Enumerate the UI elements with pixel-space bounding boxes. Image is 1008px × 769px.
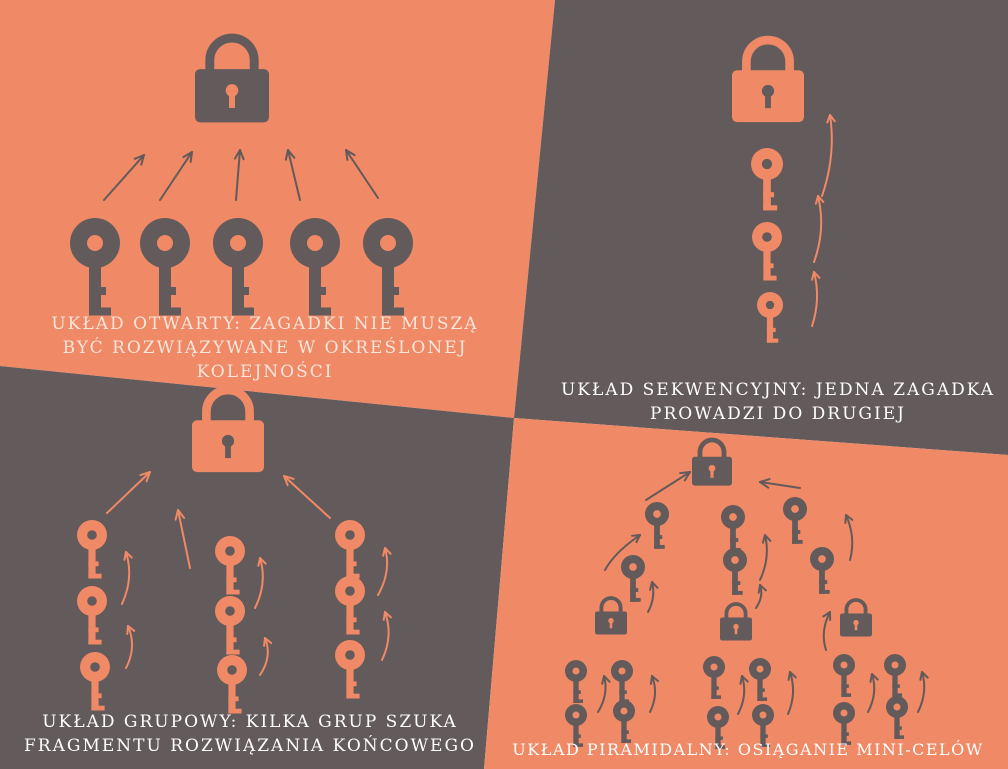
arrow-icon <box>813 195 825 263</box>
key-icon <box>565 660 587 703</box>
lock-icon <box>692 437 732 486</box>
key-icon <box>215 596 245 655</box>
icons-layer <box>70 33 929 749</box>
caption-open-line1: UKŁAD OTWARTY: ZAGADKI NIE MUSZĄ <box>51 314 479 334</box>
lock-icon <box>720 602 752 641</box>
key-icon <box>335 576 365 635</box>
key-icon <box>752 222 782 281</box>
arrow-icon <box>106 471 151 514</box>
key-icon <box>70 218 120 316</box>
arrow-icon <box>103 154 145 201</box>
arrow-icon <box>254 557 267 609</box>
arrow-icon <box>381 611 392 661</box>
caption-pyramid: UKŁAD PIRAMIDALNY: OSIĄGANIE MINI-CELÓW <box>488 738 1008 762</box>
caption-open-line2: BYĆ ROZWIĄZYWANE W OKREŚLONEJ <box>62 338 468 358</box>
key-icon <box>707 706 729 749</box>
caption-open-line3: KOLEJNOŚCI <box>196 362 334 382</box>
arrow-icon <box>283 475 331 519</box>
arrow-icon <box>174 509 191 569</box>
key-icon <box>335 640 365 699</box>
arrow-icon <box>822 611 832 651</box>
key-icon <box>721 505 745 552</box>
panel-pyramid-background <box>484 418 1008 769</box>
key-icon <box>565 704 587 747</box>
arrow-icon <box>649 675 660 713</box>
panel-open-background <box>0 0 555 418</box>
key-icon <box>77 586 107 645</box>
key-icon <box>335 520 365 579</box>
key-icon <box>290 218 340 316</box>
key-icon <box>723 548 747 595</box>
key-icon <box>80 652 110 711</box>
caption-group-line1: UKŁAD GRUPOWY: KILKA GRUP SZUKA <box>42 712 458 732</box>
key-icon <box>621 555 645 602</box>
arrow-icon <box>377 547 392 596</box>
key-icon <box>213 218 263 316</box>
arrow-icon <box>759 534 772 581</box>
key-icon <box>217 655 247 714</box>
caption-open: UKŁAD OTWARTY: ZAGADKI NIE MUSZĄ BYĆ ROZ… <box>40 312 490 384</box>
key-icon <box>783 497 807 544</box>
arrow-icon <box>259 637 273 676</box>
arrow-icon <box>121 551 133 605</box>
caption-sequential: UKŁAD SEKWENCYJNY: JEDNA ZAGADKA PROWADZ… <box>548 378 1008 426</box>
arrow-icon <box>821 114 836 197</box>
key-icon <box>140 218 190 316</box>
arrow-icon <box>647 581 659 613</box>
lock-icon <box>192 385 264 473</box>
arrow-icon <box>345 149 379 199</box>
key-icon <box>363 218 413 316</box>
arrow-icon <box>597 675 611 713</box>
arrow-icon <box>787 671 797 715</box>
arrow-icon <box>284 149 301 201</box>
arrow-icon <box>604 534 641 571</box>
arrow-icon <box>159 151 193 201</box>
arrow-icon <box>645 471 691 501</box>
caption-sequential-line1: UKŁAD SEKWENCYJNY: JEDNA ZAGADKA <box>560 380 996 400</box>
key-icon <box>645 502 669 549</box>
caption-sequential-line2: PROWADZI DO DRUGIEJ <box>650 404 906 424</box>
lock-icon <box>195 33 269 123</box>
arrow-icon <box>737 675 749 715</box>
key-icon <box>77 520 107 579</box>
arrow-icon <box>755 584 767 609</box>
key-icon <box>703 656 725 699</box>
arrow-icon <box>233 149 245 201</box>
key-icon <box>749 658 771 701</box>
key-icon <box>752 704 774 747</box>
key-icon <box>613 700 635 743</box>
key-icon <box>886 696 908 739</box>
arrow-icon <box>844 514 854 561</box>
arrow-icon <box>867 673 879 713</box>
panel-group-background <box>0 366 514 769</box>
arrow-icon <box>917 671 929 713</box>
key-icon <box>833 654 855 697</box>
key-icon <box>215 536 245 595</box>
lock-icon <box>840 598 872 637</box>
key-icon <box>757 292 783 343</box>
lock-icon <box>732 35 804 123</box>
key-icon <box>833 702 855 745</box>
lock-icon <box>595 596 627 635</box>
key-icon <box>751 148 783 211</box>
caption-group: UKŁAD GRUPOWY: KILKA GRUP SZUKA FRAGMENT… <box>20 710 480 758</box>
caption-pyramid-line1: UKŁAD PIRAMIDALNY: OSIĄGANIE MINI-CELÓW <box>512 740 984 759</box>
arrow-icon <box>125 625 136 669</box>
caption-group-line2: FRAGMENTU ROZWIĄZANIA KOŃCOWEGO <box>24 736 476 756</box>
key-icon <box>884 654 906 697</box>
key-icon <box>810 547 834 594</box>
arrow-icon <box>759 478 801 489</box>
arrow-icon <box>811 271 821 327</box>
